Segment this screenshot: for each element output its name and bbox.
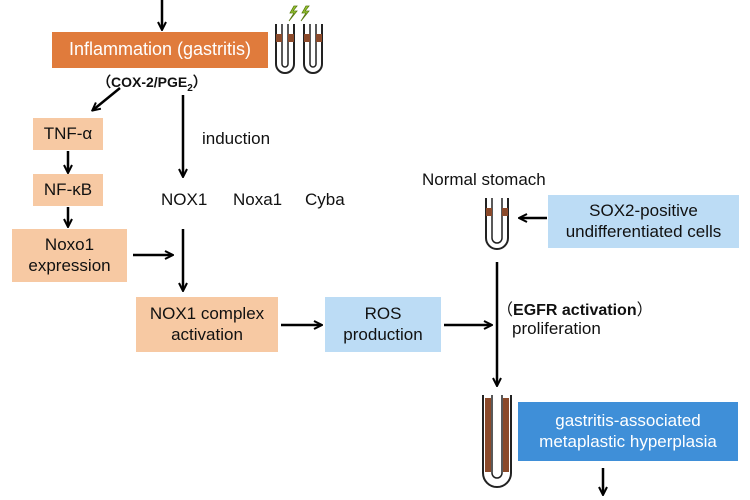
noxo1-label-line2: expression [28,255,111,275]
inflammation-label: Inflammation (gastritis) [68,39,252,60]
nox1-label: NOX1 [161,190,208,209]
egfr-activation-label: （EGFR activation） [497,296,653,320]
cox2-main: COX-2/PGE [111,74,188,90]
noxa1-label: Noxa1 [233,190,283,209]
sox2-line1: SOX2-positive [589,201,698,221]
sox2-box: SOX2-positive undifferentiated cells [548,195,739,248]
egfr-open-paren: （ [497,302,514,319]
nox1-complex-line1: NOX1 complex [149,304,265,324]
nfkb-label: NF-κB [43,179,93,199]
hyperplasia-line1: gastritis-associated [555,411,701,431]
cox2-open-paren: （ [97,74,111,90]
hyperplastic-gland-icon [482,395,512,488]
tnf-alpha-label: TNF-α [43,123,93,143]
noxo1-label-line1: Noxo1 [44,235,95,255]
egfr-main: EGFR activation [513,302,637,319]
normal-stomach-label: Normal stomach [422,170,546,189]
cox2-pge2-label: （COX-2/PGE2） [97,72,207,94]
inflammation-box: Inflammation (gastritis) [52,32,268,68]
lightning-icon [288,5,310,22]
inflamed-gland-icon [275,24,323,74]
nfkb-box: NF-κB [33,174,103,206]
proliferation-label: proliferation [512,319,601,338]
egfr-close-paren: ） [636,302,653,319]
hyperplasia-box: gastritis-associated metaplastic hyperpl… [518,402,738,461]
ros-production-box: ROS production [325,297,441,352]
sox2-line2: undifferentiated cells [565,221,722,241]
nox1-complex-box: NOX1 complex activation [136,297,278,352]
cox2-close-paren: ） [192,74,207,90]
normal-gland-icon [485,198,509,250]
hyperplasia-line2: metaplastic hyperplasia [539,431,717,451]
cox2-subscript: 2 [187,82,193,94]
ros-line1: ROS [364,304,402,324]
noxo1-expression-box: Noxo1 expression [12,229,127,282]
nox1-complex-line2: activation [171,324,243,344]
cyba-label: Cyba [305,190,345,209]
induction-label: induction [202,129,271,148]
arrow-cox2-to-tnf [93,87,121,110]
tnf-alpha-box: TNF-α [33,118,103,150]
ros-line2: production [343,324,423,344]
